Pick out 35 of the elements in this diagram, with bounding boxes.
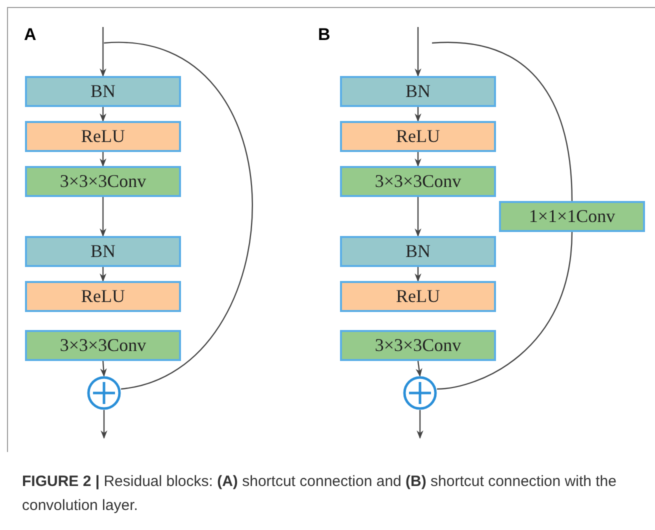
layer-box: BN [25,236,181,267]
layer-box: BN [340,236,496,267]
layer-box: BN [340,76,496,107]
arrow [414,107,422,122]
arrow [100,197,106,237]
arrow [100,267,106,282]
arrow [100,360,107,377]
layer-box: ReLU [340,121,496,152]
arrow [414,267,422,282]
arrow [100,410,108,439]
layer-box: 3×3×3Conv [25,330,181,361]
shortcut-line [436,232,573,390]
arrow [414,152,422,167]
figure-caption: FIGURE 2 | Residual blocks: (A) shortcut connection and (B) shortcut connection with the convolution layer. [22,472,618,516]
layer-box: ReLU [340,281,496,312]
arrow [416,410,424,439]
sum-symbol [403,376,437,410]
panel-label: B [318,24,330,46]
arrow [100,27,106,77]
layer-box: 1×1×1Conv [499,201,645,232]
panel-label: A [24,24,36,46]
layer-box: ReLU [25,281,181,312]
arrow [416,360,422,377]
shortcut-line [104,42,253,390]
layer-box: ReLU [25,121,181,152]
layer-box: 3×3×3Conv [25,166,181,197]
arrow [100,107,106,122]
layer-box: 3×3×3Conv [340,330,496,361]
arrow [414,197,422,237]
layer-box: BN [25,76,181,107]
arrow [414,27,422,77]
arrow [100,152,106,167]
shortcut-line [432,42,573,202]
layer-box: 3×3×3Conv [340,166,496,197]
sum-symbol [87,376,121,410]
